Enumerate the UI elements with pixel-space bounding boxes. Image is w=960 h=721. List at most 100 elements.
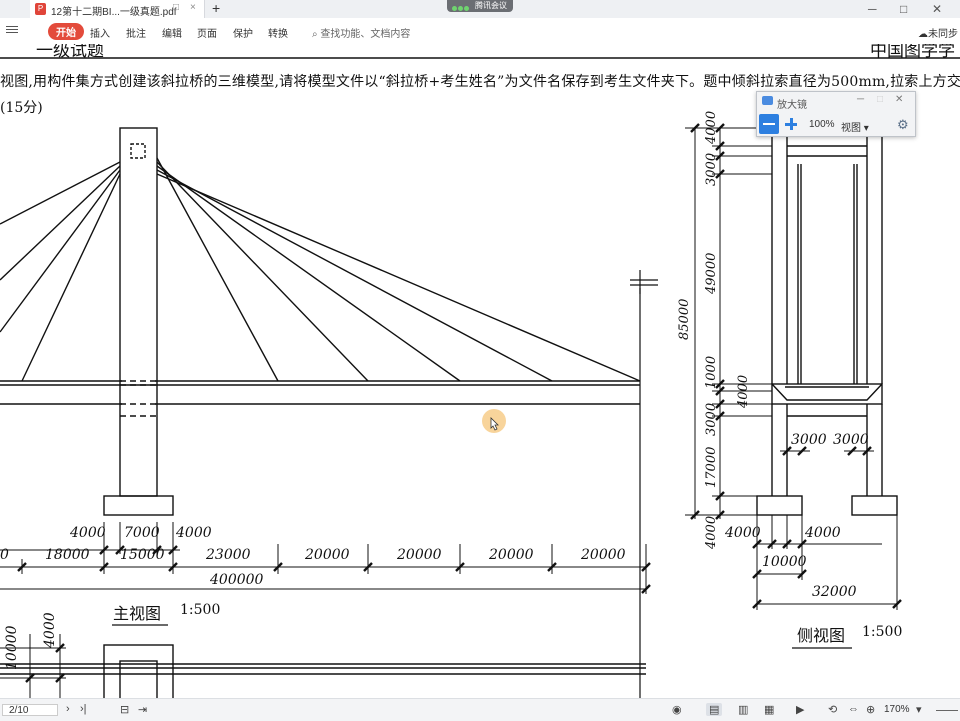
close-window-icon[interactable]: ✕ — [932, 2, 943, 16]
dim-mid-7: 20000 — [581, 547, 626, 563]
page-number-field[interactable]: 2/10 — [2, 704, 58, 716]
gear-icon[interactable]: ⚙ — [897, 117, 909, 132]
zoom-in-button[interactable] — [781, 114, 801, 134]
pylon-footing — [103, 495, 174, 516]
sync-status[interactable]: ☁未同步 — [918, 25, 958, 40]
tab-window-icon[interactable]: □ — [173, 2, 180, 13]
magnifier-minimize-icon[interactable]: ─ — [857, 94, 865, 105]
side-view-scale: 1:500 — [862, 624, 903, 640]
search-field[interactable]: ⌕ 查找功能、文档内容 — [312, 25, 410, 40]
dim-mid-3: 23000 — [206, 547, 251, 563]
next-page-icon[interactable]: › — [66, 703, 70, 715]
dim-mid-0: 0 — [0, 547, 9, 563]
maximize-icon[interactable]: □ — [900, 2, 908, 16]
tab-annotate[interactable]: 批注 — [126, 29, 146, 40]
search-placeholder: 查找功能、文档内容 — [320, 29, 411, 40]
side-inner-dim-2: 3000 — [833, 432, 869, 448]
title-bar: P 12第十二期BI...一级真题.pdf □ × + 腾讯会议 ─ □ ✕ — [0, 0, 960, 18]
double-page-icon[interactable]: ▥ — [738, 704, 749, 716]
minimize-icon[interactable]: ─ — [868, 2, 877, 16]
tab-convert[interactable]: 转换 — [268, 29, 288, 40]
zoom-slider[interactable] — [936, 710, 958, 711]
magnifier-maximize-icon[interactable]: □ — [877, 94, 884, 105]
meeting-label: 腾讯会议 — [475, 1, 507, 10]
main-view-scale: 1:500 — [180, 602, 221, 618]
side-inner-dim-1: 3000 — [791, 432, 827, 448]
rotate-icon[interactable]: ⟲ — [828, 704, 838, 716]
meeting-indicator[interactable]: 腾讯会议 — [447, 0, 513, 12]
side-total-width: 32000 — [812, 584, 857, 600]
anchor-box — [130, 143, 146, 159]
dim-mid-4: 20000 — [305, 547, 350, 563]
magnifier-close-icon[interactable]: ✕ — [895, 94, 904, 105]
fit-page-icon[interactable]: ⊟ — [120, 704, 130, 716]
bridge-drawing — [0, 57, 960, 698]
instruction-line-1: 视图,用构件集方式创建该斜拉桥的三维模型,请将模型文件以“斜拉桥+考生姓名”为文… — [0, 74, 960, 90]
side-mid-dim: 10000 — [762, 554, 807, 570]
side-dim-v8: 4000 — [704, 515, 719, 549]
fit-width-icon[interactable]: ⇔ — [848, 703, 859, 715]
side-dim-v2: 3000 — [704, 152, 719, 186]
side-bottom-dim-2: 4000 — [805, 525, 841, 541]
side-view-pylon — [756, 131, 898, 516]
last-page-icon[interactable]: ›| — [80, 703, 87, 715]
new-tab-button[interactable]: + — [212, 0, 221, 16]
lower-dim-1: 10000 — [4, 625, 20, 670]
document-tab-title: 12第十二期BI...一级真题.pdf — [51, 7, 177, 18]
dim-mid-1: 18000 — [45, 547, 90, 563]
magnifier-title: 放大镜 — [777, 100, 807, 111]
side-dim-v3: 49000 — [704, 252, 719, 294]
zoom-icon[interactable]: ⊕ — [866, 704, 876, 716]
search-icon: ⌕ — [312, 29, 318, 40]
dim-total: 400000 — [210, 572, 264, 588]
instruction-line-2: (15分) — [0, 100, 43, 116]
tab-start[interactable]: 开始 — [48, 23, 84, 40]
header-left: 一级试题 — [36, 44, 104, 61]
lower-dim-2: 4000 — [42, 612, 58, 648]
magnifier-view-label: 视图 — [841, 123, 861, 134]
header-right: 中国图学学 — [870, 44, 955, 61]
continuous-icon[interactable]: ▦ — [764, 704, 775, 716]
tab-edit[interactable]: 编辑 — [162, 29, 182, 40]
exit-fit-icon[interactable]: ⇥ — [138, 704, 148, 716]
side-dim-total: 85000 — [677, 298, 692, 340]
pdf-file-icon: P — [35, 3, 46, 15]
tab-page[interactable]: 页面 — [197, 29, 217, 40]
side-dim-v5: 4000 — [736, 374, 751, 408]
magnifier-window[interactable]: 放大镜 ─ □ ✕ 100% 视图 ▾ ⚙ — [756, 91, 916, 137]
eye-icon[interactable]: ◉ — [672, 704, 682, 716]
tab-protect[interactable]: 保护 — [233, 29, 253, 40]
pylon — [119, 127, 158, 497]
main-toolbar: 开始 插入 批注 编辑 页面 保护 转换 ⌕ 查找功能、文档内容 ☁未同步 — [0, 18, 960, 45]
sync-label: 未同步 — [928, 29, 958, 40]
magnifier-view-dropdown[interactable]: 视图 ▾ — [841, 119, 869, 134]
document-tab[interactable]: P 12第十二期BI...一级真题.pdf □ × — [30, 0, 205, 18]
zoom-level[interactable]: 170% — [884, 704, 910, 715]
minus-icon — [763, 123, 775, 125]
single-page-icon[interactable]: ▤ — [706, 703, 723, 716]
side-dim-v1: 4000 — [704, 110, 719, 144]
document-page: 一级试题 中国图学学 视图,用构件集方式创建该斜拉桥的三维模型,请将模型文件以“… — [0, 44, 960, 698]
menu-icon[interactable] — [6, 26, 18, 34]
chevron-down-icon: ▾ — [863, 123, 869, 134]
dim-mid-2: 15000 — [120, 547, 165, 563]
tab-insert[interactable]: 插入 — [90, 29, 110, 40]
meeting-status-icon — [452, 3, 470, 11]
side-dim-v4: 1000 — [704, 355, 719, 389]
side-view-caption: 侧视图 — [797, 626, 846, 645]
side-dim-v7: 17000 — [704, 446, 719, 488]
cloud-icon: ☁ — [918, 29, 928, 40]
play-icon[interactable]: ▶ — [796, 704, 805, 716]
status-bar: 2/10 › ›| ⊟ ⇥ ◉ ▤ ▥ ▦ ▶ ⟲ ⇔ ⊕ 170% ▾ — [0, 698, 960, 721]
main-view-caption: 主视图 — [113, 604, 162, 623]
side-bottom-dim-1: 4000 — [725, 525, 761, 541]
dim-top-3: 4000 — [176, 525, 212, 541]
dim-top-2: 7000 — [124, 525, 160, 541]
zoom-out-button[interactable] — [759, 114, 779, 134]
magnifier-app-icon — [762, 96, 773, 105]
zoom-dropdown-icon[interactable]: ▾ — [916, 704, 922, 716]
tab-close-icon[interactable]: × — [190, 2, 196, 13]
stay-cables-right — [156, 157, 641, 382]
dim-top-1: 4000 — [70, 525, 106, 541]
dim-mid-6: 20000 — [489, 547, 534, 563]
